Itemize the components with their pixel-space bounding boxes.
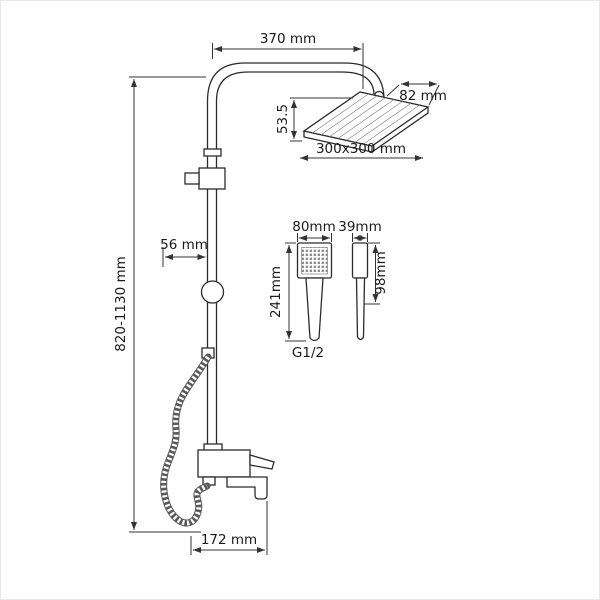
dim-column-height-label: 820-1130 mm bbox=[113, 256, 129, 352]
thread-size-label: G1/2 bbox=[292, 345, 324, 361]
dim-extension-lines bbox=[386, 84, 440, 106]
bath-mixer bbox=[197, 443, 275, 500]
dimension-base-width: 172 mm bbox=[190, 501, 268, 555]
dim-hand-side-width-label: 39mm bbox=[338, 219, 381, 235]
dim-base-width-label: 172 mm bbox=[201, 532, 257, 548]
diverter-knob bbox=[200, 280, 225, 304]
dim-head-size-label: 300x300 mm bbox=[316, 141, 406, 157]
rain-shower-head bbox=[302, 90, 430, 153]
head-thickness-edge bbox=[303, 107, 429, 153]
dimension-offset: 56 mm bbox=[160, 237, 208, 267]
head-nozzle-hatching bbox=[312, 93, 420, 145]
dimension-head-drop: 53.5 bbox=[275, 97, 353, 142]
dimension-column-height: 820-1130 mm bbox=[113, 76, 206, 533]
dim-top-width-label: 370 mm bbox=[260, 31, 316, 47]
hand-shower-side-view: 39mm 98mm bbox=[338, 219, 389, 341]
dim-extension-lines bbox=[364, 242, 380, 305]
mixer-lever-handle bbox=[249, 454, 275, 470]
hand-shower-handle-front bbox=[305, 277, 324, 342]
hand-shower-spray-face bbox=[301, 247, 328, 275]
hand-shower-head-side bbox=[351, 242, 369, 279]
hand-shower-handle-side bbox=[355, 277, 366, 341]
dim-extension-lines bbox=[297, 233, 332, 242]
pipe-inner-line bbox=[215, 71, 375, 450]
dim-hand-length-label: 241mm bbox=[268, 266, 284, 318]
dim-extension-lines bbox=[285, 242, 306, 342]
dim-hand-width-label: 80mm bbox=[292, 219, 335, 235]
pipe-coupling bbox=[203, 148, 222, 157]
dim-head-edge-label: 82 mm bbox=[399, 88, 447, 104]
shower-column-pipe bbox=[184, 62, 385, 450]
dim-extension-lines bbox=[129, 76, 206, 533]
dim-extension-lines bbox=[212, 43, 364, 89]
dim-extension-lines bbox=[352, 233, 368, 242]
bath-spout bbox=[226, 476, 268, 500]
dimension-head-size: 300x300 mm bbox=[300, 141, 423, 162]
hose-coil bbox=[160, 353, 212, 527]
hose-coil-ribs bbox=[161, 355, 211, 526]
dim-head-drop-label: 53.5 bbox=[275, 104, 291, 134]
mixer-body bbox=[197, 449, 251, 478]
dim-offset-label: 56 mm bbox=[160, 237, 208, 253]
pipe-outer-line bbox=[206, 62, 385, 450]
hand-shower-front-view: 80mm 241mm G1/2 bbox=[268, 219, 336, 361]
slider-bracket bbox=[198, 167, 226, 190]
slider-handle bbox=[184, 172, 200, 185]
dimension-top-width: 370 mm bbox=[212, 31, 364, 89]
flexible-shower-hose bbox=[160, 353, 212, 527]
dim-extension-lines bbox=[290, 97, 353, 142]
dim-extension-lines bbox=[190, 501, 268, 555]
dim-hand-head-length-label: 98mm bbox=[373, 251, 389, 294]
dimension-head-edge: 82 mm bbox=[386, 80, 447, 106]
